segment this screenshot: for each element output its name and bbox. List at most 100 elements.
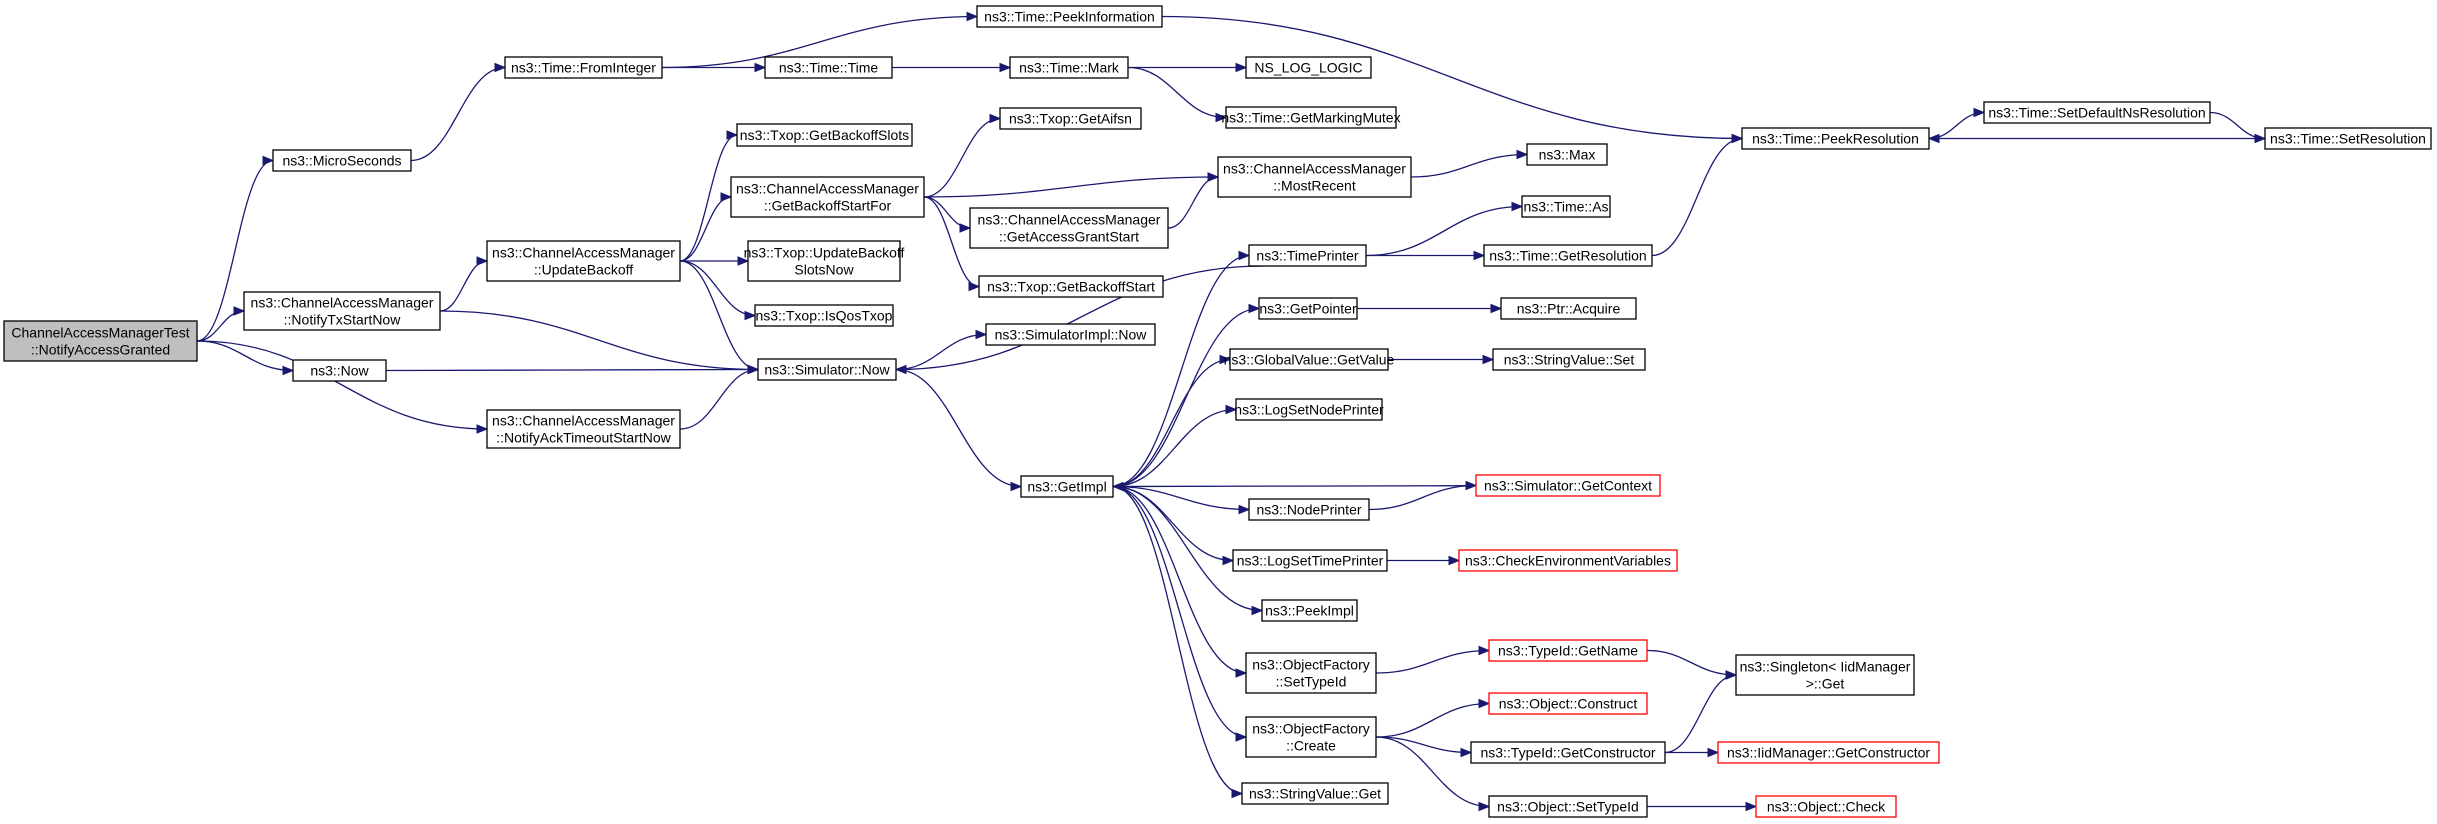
node-gvgetvalue[interactable]: ns3::GlobalValue::GetValue xyxy=(1224,348,1395,371)
node-label: ns3::Time::SetResolution xyxy=(2270,131,2426,147)
node-ofcreate[interactable]: ns3::ObjectFactory::Create xyxy=(1245,716,1377,758)
node-label: ::Create xyxy=(1286,738,1336,754)
node-getpointer[interactable]: ns3::GetPointer xyxy=(1258,297,1358,320)
node-objsettypeid[interactable]: ns3::Object::SetTypeId xyxy=(1488,795,1648,818)
node-peekinfo[interactable]: ns3::Time::PeekInformation xyxy=(976,5,1163,28)
node-label: ns3::Time::FromInteger xyxy=(511,60,656,76)
arrowhead-icon xyxy=(1490,303,1503,314)
node-notifytx[interactable]: ns3::ChannelAccessManager::NotifyTxStart… xyxy=(243,291,441,331)
edge-simnow-to-simimplnow xyxy=(895,329,988,371)
node-box xyxy=(736,123,913,147)
node-box xyxy=(978,275,1164,298)
node-timeprinter[interactable]: ns3::TimePrinter xyxy=(1248,244,1367,267)
node-typeidgetname[interactable]: ns3::TypeId::GetName xyxy=(1488,639,1648,662)
edge-logsettime-to-checkenv xyxy=(1386,555,1461,566)
node-getmarkmutex[interactable]: ns3::Time::GetMarkingMutex xyxy=(1221,106,1401,129)
node-setdefres[interactable]: ns3::Time::SetDefaultNsResolution xyxy=(1983,101,2211,124)
edge-mark-to-getmarkmutex xyxy=(1127,66,1228,123)
node-box xyxy=(486,409,681,449)
node-notifyack[interactable]: ns3::ChannelAccessManager::NotifyAckTime… xyxy=(486,409,681,449)
arrowhead-icon xyxy=(1231,788,1244,799)
edge-line xyxy=(895,265,1264,371)
node-svset[interactable]: ns3::StringValue::Set xyxy=(1492,348,1646,371)
node-now[interactable]: ns3::Now xyxy=(292,359,387,382)
node-nodeprinter[interactable]: ns3::NodePrinter xyxy=(1248,498,1370,521)
node-max[interactable]: ns3::Max xyxy=(1526,143,1608,166)
node-getaccessgrant[interactable]: ns3::ChannelAccessManager::GetAccessGran… xyxy=(969,207,1169,249)
node-label: ns3::ObjectFactory xyxy=(1252,657,1370,673)
node-micro[interactable]: ns3::MicroSeconds xyxy=(272,149,412,172)
node-getbackslots[interactable]: ns3::Txop::GetBackoffSlots xyxy=(736,123,913,147)
node-label: ns3::GetImpl xyxy=(1027,479,1106,495)
node-updback[interactable]: ns3::ChannelAccessManager::UpdateBackoff xyxy=(486,240,681,282)
node-timeas[interactable]: ns3::Time::As xyxy=(1521,195,1611,218)
node-label: ns3::ChannelAccessManager xyxy=(736,181,919,197)
node-label: ns3::StringValue::Get xyxy=(1249,786,1381,802)
edge-line xyxy=(661,15,978,69)
arrowhead-icon xyxy=(1473,250,1486,261)
edge-simnow-to-getimpl xyxy=(895,368,1023,492)
edge-gvgetvalue-to-svset xyxy=(1387,354,1495,365)
node-label: ::NotifyAckTimeoutStartNow xyxy=(496,430,671,446)
node-typeidgetctor[interactable]: ns3::TypeId::GetConstructor xyxy=(1470,741,1666,764)
arrowhead-icon xyxy=(1707,747,1720,758)
node-getaifsn[interactable]: ns3::Txop::GetAifsn xyxy=(999,107,1142,130)
edge-getimpl-to-logsetnode xyxy=(1112,404,1238,488)
node-ofsettypeid[interactable]: ns3::ObjectFactory::SetTypeId xyxy=(1245,652,1377,694)
edge-timeprinter-to-timeas xyxy=(1365,201,1524,257)
node-singleton[interactable]: ns3::Singleton< IidManager>::Get xyxy=(1735,654,1915,696)
node-label: ns3::ChannelAccessManager xyxy=(492,413,675,429)
node-peekres[interactable]: ns3::Time::PeekResolution xyxy=(1741,127,1930,150)
node-root[interactable]: ChannelAccessManagerTest::NotifyAccessGr… xyxy=(3,320,198,362)
node-mark[interactable]: ns3::Time::Mark xyxy=(1009,56,1129,79)
edge-line xyxy=(1112,485,1250,511)
node-setres[interactable]: ns3::Time::SetResolution xyxy=(2264,127,2432,150)
node-simimplnow[interactable]: ns3::SimulatorImpl::Now xyxy=(985,323,1156,346)
node-box xyxy=(730,176,925,218)
node-logsettime[interactable]: ns3::LogSetTimePrinter xyxy=(1232,549,1388,572)
arrowhead-icon xyxy=(476,256,489,266)
node-box xyxy=(1983,101,2211,124)
edge-line xyxy=(1928,111,1985,140)
node-ptracquire[interactable]: ns3::Ptr::Acquire xyxy=(1500,297,1637,320)
edge-updback-to-isqos xyxy=(679,260,757,321)
node-simnow[interactable]: ns3::Simulator::Now xyxy=(757,358,897,381)
node-getimpl[interactable]: ns3::GetImpl xyxy=(1020,475,1114,498)
arrowhead-icon xyxy=(1111,481,1124,492)
node-nslog[interactable]: NS_LOG_LOGIC xyxy=(1245,56,1372,79)
node-logsetnode[interactable]: ns3::LogSetNodePrinter xyxy=(1234,398,1384,421)
edge-root-to-now xyxy=(196,340,295,376)
node-iidgetctor[interactable]: ns3::IidManager::GetConstructor xyxy=(1717,741,1940,764)
edge-line xyxy=(1112,408,1237,488)
node-isqos[interactable]: ns3::Txop::IsQosTxop xyxy=(754,304,894,327)
arrowhead-icon xyxy=(1448,555,1461,566)
node-mostrecent[interactable]: ns3::ChannelAccessManager::MostRecent xyxy=(1217,156,1412,198)
edge-typeidgetname-to-singleton xyxy=(1646,649,1738,680)
node-label: ns3::TypeId::GetConstructor xyxy=(1480,745,1655,761)
node-simgetctx[interactable]: ns3::Simulator::GetContext xyxy=(1475,474,1661,497)
node-svget[interactable]: ns3::StringValue::Get xyxy=(1241,782,1389,805)
node-label: ns3::Txop::GetBackoffSlots xyxy=(740,127,909,143)
node-objcheck[interactable]: ns3::Object::Check xyxy=(1755,795,1897,818)
edge-line xyxy=(895,333,987,371)
node-label: ns3::ChannelAccessManager xyxy=(492,245,675,261)
node-peekimpl[interactable]: ns3::PeekImpl xyxy=(1261,599,1358,622)
node-timetime[interactable]: ns3::Time::Time xyxy=(764,56,893,79)
arrowhead-icon xyxy=(1511,201,1524,212)
node-txopgetbackstart[interactable]: ns3::Txop::GetBackoffStart xyxy=(978,275,1164,298)
node-box xyxy=(747,240,901,282)
node-box xyxy=(504,56,663,79)
node-getbackstart[interactable]: ns3::ChannelAccessManager::GetBackoffSta… xyxy=(730,176,925,218)
node-label: ns3::LogSetNodePrinter xyxy=(1234,402,1384,418)
node-objconstruct[interactable]: ns3::Object::Construct xyxy=(1488,692,1648,715)
node-checkenv[interactable]: ns3::CheckEnvironmentVariables xyxy=(1458,549,1678,572)
node-label: ::NotifyAccessGranted xyxy=(31,342,170,358)
edge-ofcreate-to-typeidgetctor xyxy=(1375,736,1473,758)
edge-notifyack-to-simnow xyxy=(679,364,760,430)
edge-line xyxy=(923,176,1219,198)
node-label: ns3::IidManager::GetConstructor xyxy=(1727,745,1930,761)
node-getres[interactable]: ns3::Time::GetResolution xyxy=(1483,244,1653,267)
edge-line xyxy=(1375,736,1490,808)
node-fromint[interactable]: ns3::Time::FromInteger xyxy=(504,56,663,79)
